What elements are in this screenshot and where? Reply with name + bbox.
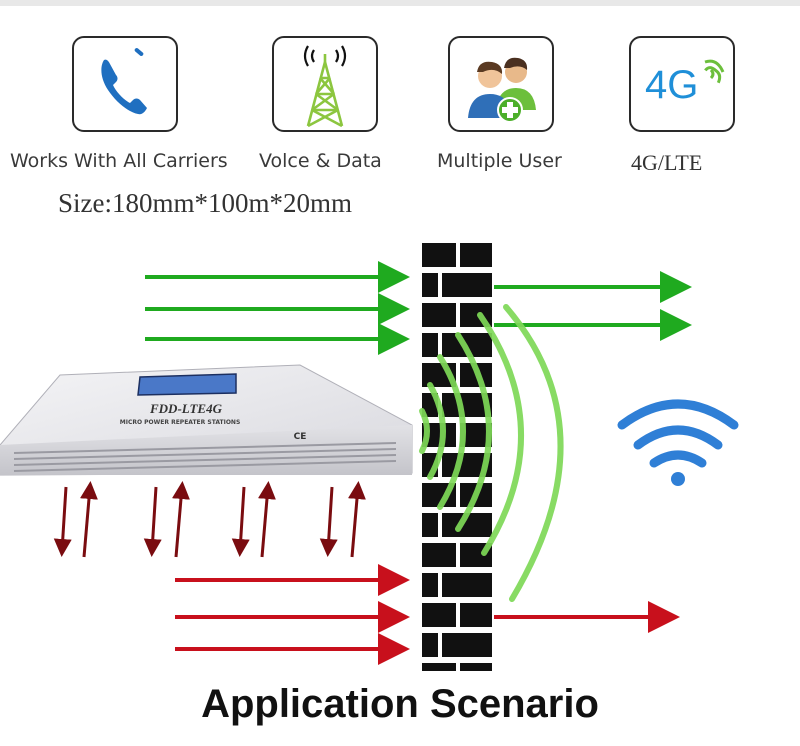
feature-carriers xyxy=(72,36,178,132)
4g-signal-icon: 4G xyxy=(645,59,725,107)
4g-icon-text: 4G xyxy=(645,63,698,107)
size-spec: Size:180mm*100m*20mm xyxy=(58,188,352,218)
wifi-icon xyxy=(617,399,739,486)
brick xyxy=(460,663,492,671)
signal-wave xyxy=(503,304,564,602)
brick xyxy=(442,273,492,297)
feature-label-carriers: Works With All Carriers xyxy=(10,150,228,172)
signal-wave xyxy=(455,332,492,532)
feature-label-voice-data: Volce & Data xyxy=(259,150,382,172)
feature-label-4g-lte: 4G/LTE xyxy=(631,150,703,175)
brick xyxy=(422,663,456,671)
brick xyxy=(422,543,456,567)
down-arrow xyxy=(319,486,338,557)
signal-wave xyxy=(477,312,524,556)
green-arrows-incoming xyxy=(145,261,410,355)
device-io-arrows xyxy=(53,481,366,558)
up-arrow xyxy=(172,481,190,558)
brick xyxy=(422,513,438,537)
brick xyxy=(422,633,438,657)
repeater-device: FDD-LTE4G MICRO POWER REPEATER STATIONS … xyxy=(0,364,413,476)
brick xyxy=(422,573,438,597)
up-arrow xyxy=(258,481,276,558)
brick xyxy=(422,603,456,627)
feature-label-multiple-user: Multiple User xyxy=(437,150,562,172)
feature-voice-data xyxy=(272,36,378,132)
brick xyxy=(422,333,438,357)
page-title: Application Scenario xyxy=(201,682,599,726)
brick-wall xyxy=(422,243,492,671)
device-model-label: FDD-LTE4G xyxy=(149,401,223,416)
brick xyxy=(422,303,456,327)
signal-wave xyxy=(419,408,430,454)
signal-wave xyxy=(427,382,446,480)
brick xyxy=(442,573,492,597)
device-subtitle-label: MICRO POWER REPEATER STATIONS xyxy=(120,419,241,426)
down-arrow xyxy=(143,486,162,557)
red-arrows-incoming xyxy=(175,564,410,665)
phone-icon xyxy=(101,48,147,115)
down-arrow xyxy=(231,486,250,557)
brick xyxy=(422,243,456,267)
users-add-icon xyxy=(468,57,536,123)
brick xyxy=(442,633,492,657)
up-arrow xyxy=(80,481,98,558)
feature-4g-lte: 4G xyxy=(629,36,735,132)
brick xyxy=(460,243,492,267)
signal-waves xyxy=(419,304,564,602)
brick xyxy=(422,273,438,297)
signal-wave xyxy=(437,354,466,510)
down-arrow xyxy=(53,486,72,557)
device-display xyxy=(137,373,237,396)
signal-tower-icon xyxy=(303,45,347,128)
application-scene: FDD-LTE4G MICRO POWER REPEATER STATIONS … xyxy=(0,243,739,671)
brick xyxy=(460,603,492,627)
green-arrows-outgoing xyxy=(494,271,692,341)
up-arrow xyxy=(348,481,366,558)
device-vents xyxy=(13,442,397,472)
ce-mark: CE xyxy=(294,432,307,442)
feature-multiple-user xyxy=(448,36,554,132)
top-strip xyxy=(0,0,800,6)
